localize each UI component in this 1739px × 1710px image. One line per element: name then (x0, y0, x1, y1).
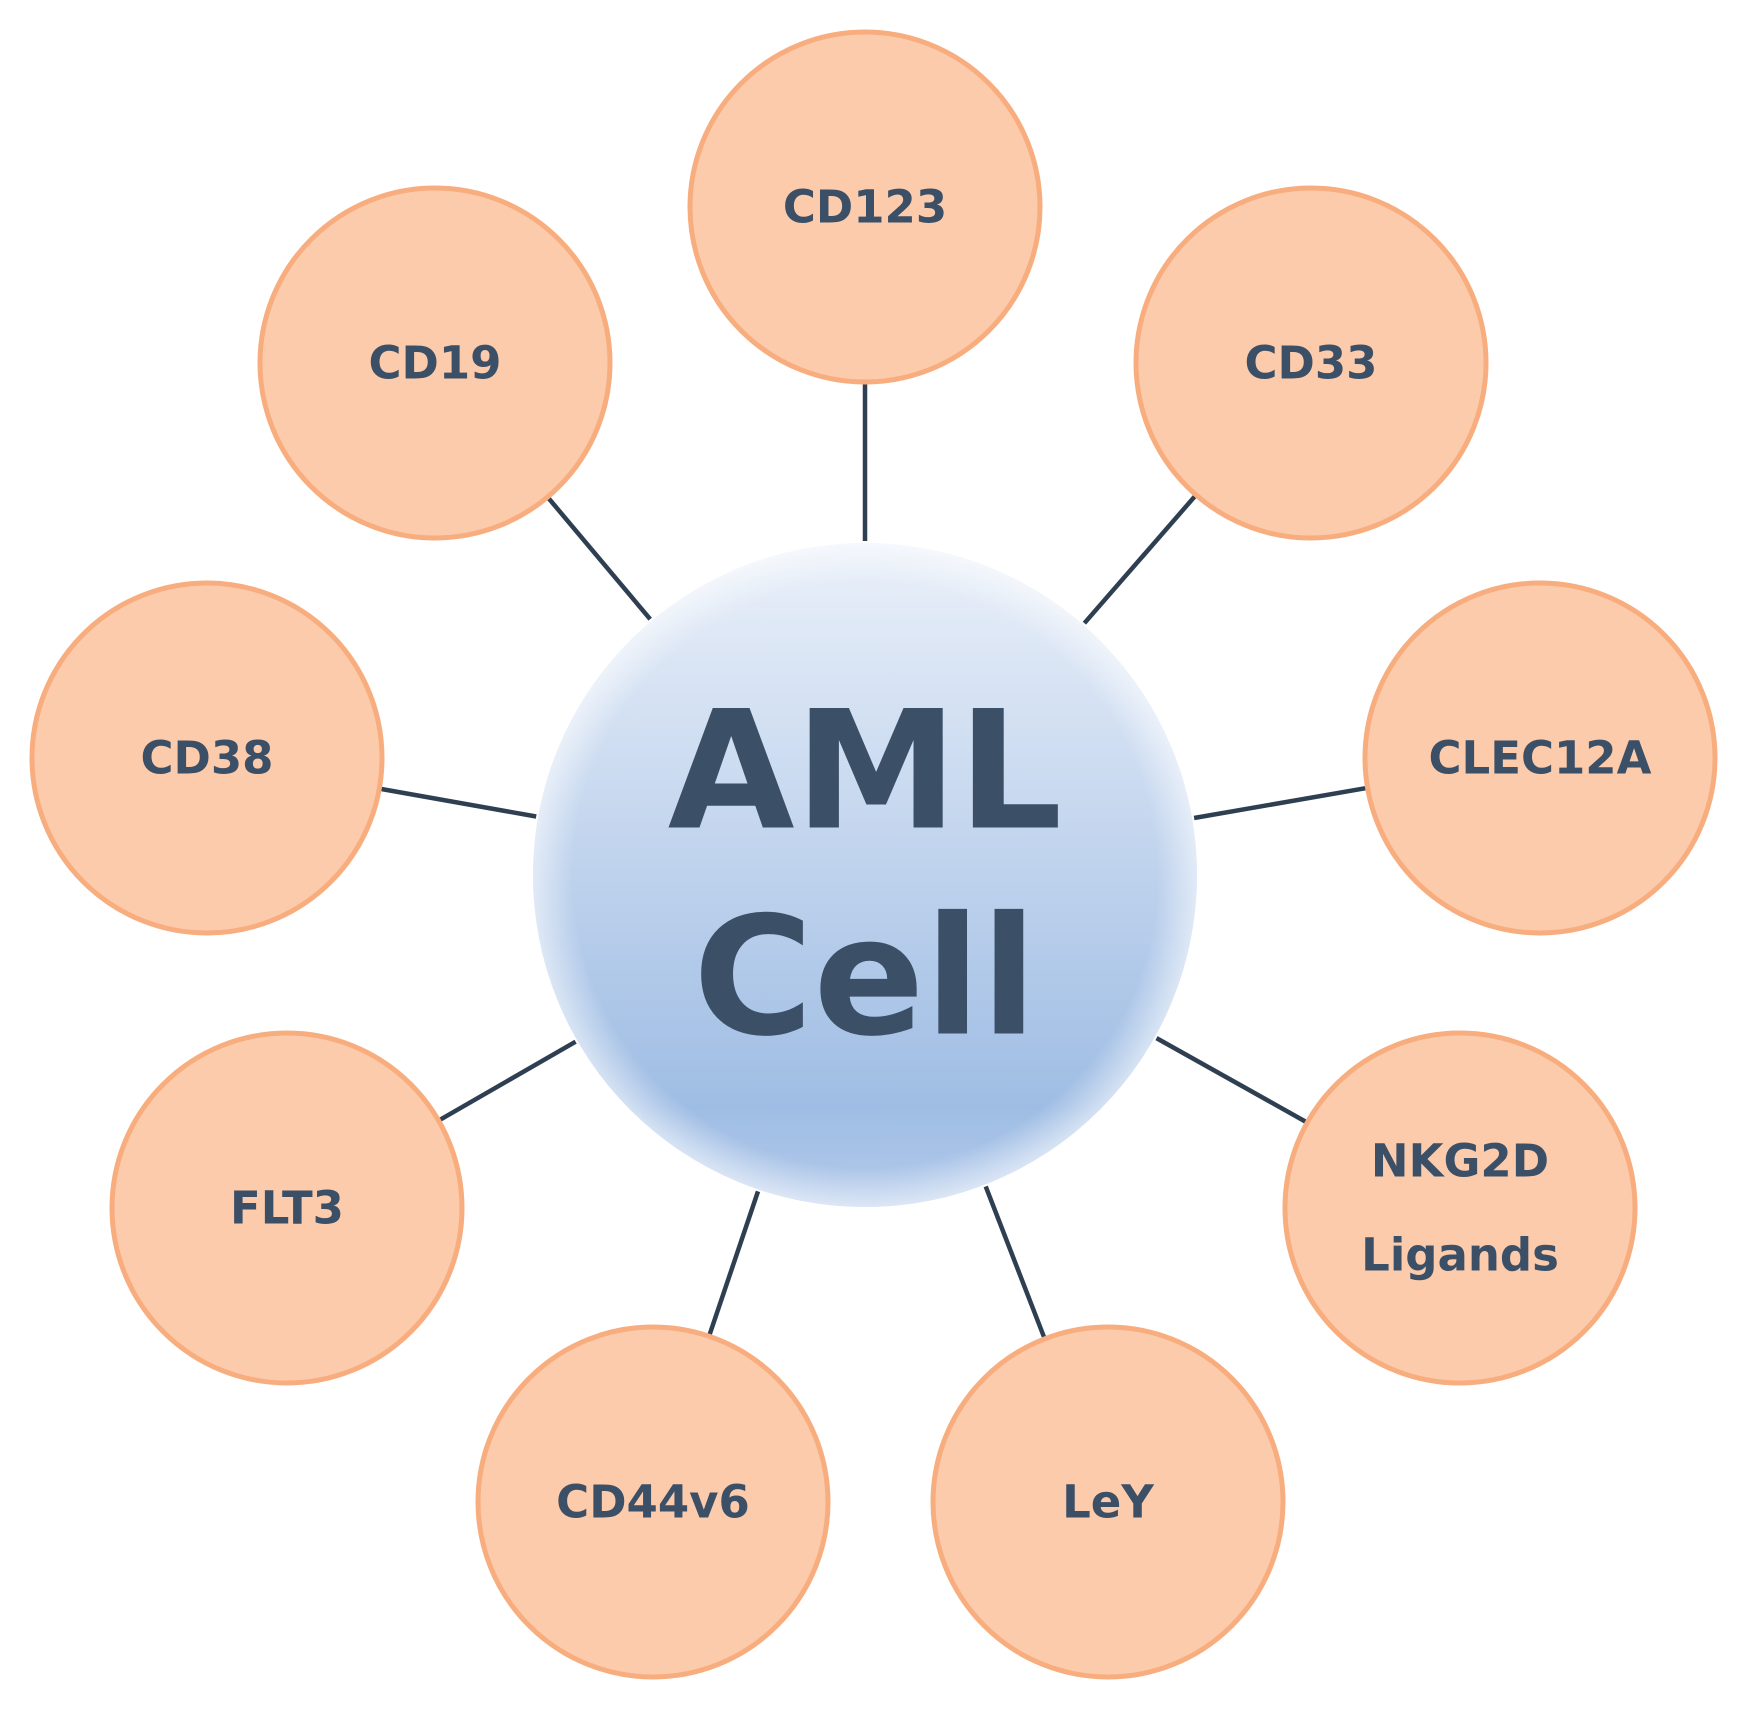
node-circle-ley (930, 1324, 1286, 1680)
node-label-cd19: CD19 (368, 337, 501, 390)
node-ley: LeY (930, 1324, 1286, 1680)
node-label-nkg2d-ligands-line-2: Ligands (1361, 1229, 1559, 1282)
connector-flt3 (439, 1039, 577, 1122)
connector-ley (983, 1185, 1047, 1338)
node-label-cd38: CD38 (140, 732, 273, 785)
node-circle-cd33 (1133, 185, 1489, 541)
node-flt3: FLT3 (109, 1030, 465, 1386)
center-label-line-1: AML (668, 676, 1063, 867)
node-circle-flt3 (109, 1030, 465, 1386)
connector-cd44v6 (707, 1190, 761, 1336)
node-circle-cd123 (687, 29, 1043, 385)
node-circle-clec12a (1362, 580, 1718, 936)
center-label-line-2: Cell (693, 882, 1037, 1073)
node-label-ley: LeY (1062, 1476, 1155, 1529)
connector-cd38 (380, 786, 537, 819)
connector-lines (380, 384, 1366, 1338)
connector-clec12a (1193, 785, 1366, 821)
node-circle-cd19 (257, 185, 613, 541)
node-label-cd33: CD33 (1244, 337, 1377, 390)
node-circle-cd44v6 (475, 1324, 831, 1680)
node-nkg2d-ligands: NKG2D Ligands (1282, 1030, 1638, 1386)
center-circle-edge (533, 543, 1197, 1207)
node-cd38: CD38 (29, 580, 385, 936)
node-label-cd44v6: CD44v6 (556, 1476, 750, 1529)
node-cd33: CD33 (1133, 185, 1489, 541)
center-node: AML Cell (533, 543, 1197, 1207)
connector-cd19 (547, 497, 652, 621)
node-clec12a: CLEC12A (1362, 580, 1718, 936)
node-cd123: CD123 (687, 29, 1043, 385)
connector-cd33 (1082, 495, 1197, 625)
connector-nkg2d-ligands (1155, 1036, 1307, 1124)
node-label-nkg2d-ligands-line-1: NKG2D (1371, 1135, 1549, 1188)
node-circle-nkg2d-ligands (1282, 1030, 1638, 1386)
node-label-cd123: CD123 (783, 181, 947, 234)
node-circle-cd38 (29, 580, 385, 936)
node-cd19: CD19 (257, 185, 613, 541)
node-label-flt3: FLT3 (230, 1182, 344, 1235)
node-cd44v6: CD44v6 (475, 1324, 831, 1680)
node-label-clec12a: CLEC12A (1429, 732, 1652, 785)
